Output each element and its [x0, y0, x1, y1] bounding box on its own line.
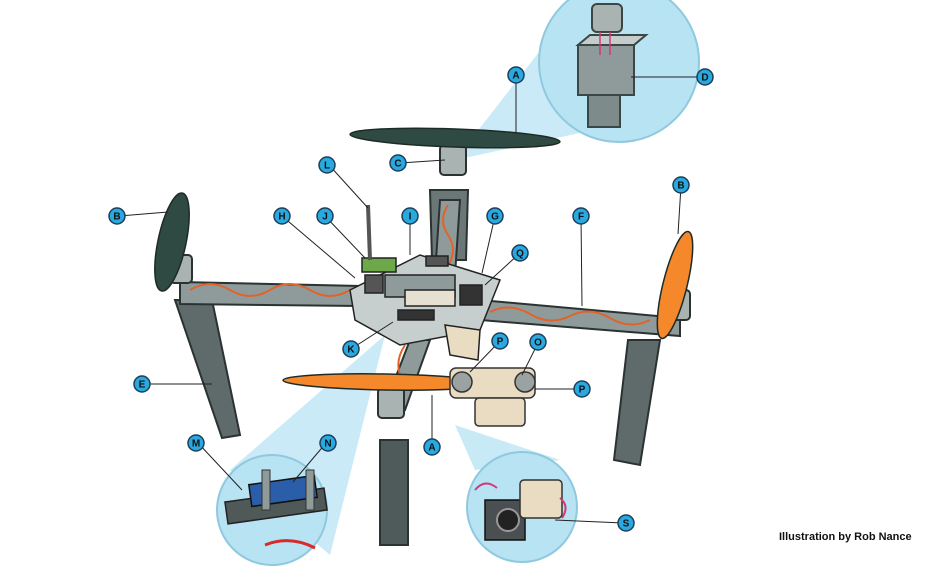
callout-b-left: B — [108, 207, 126, 225]
callout-l: L — [318, 156, 336, 174]
callout-e: E — [133, 375, 151, 393]
callout-j: J — [316, 207, 334, 225]
svg-text:B: B — [677, 181, 684, 192]
callout-g: G — [486, 207, 504, 225]
callout-a-top: A — [507, 66, 525, 84]
callout-m: N — [319, 434, 337, 452]
central-hub — [349, 204, 501, 361]
callout-c: C — [389, 154, 407, 172]
callout-i: I — [401, 207, 419, 225]
svg-text:J: J — [322, 212, 328, 223]
callout-s: S — [617, 514, 635, 532]
leader-lines — [118, 75, 700, 524]
callout-k: K — [342, 340, 360, 358]
svg-text:M: M — [192, 439, 200, 450]
wires — [189, 204, 651, 406]
callout-a-bottom: A — [423, 438, 441, 456]
callouts: A D C L B B H J — [108, 66, 714, 532]
callout-d: D — [696, 68, 714, 86]
svg-text:P: P — [497, 337, 504, 348]
callout-n: M — [187, 434, 205, 452]
callout-p-lower: P — [573, 380, 591, 398]
svg-text:L: L — [324, 161, 330, 172]
svg-text:A: A — [428, 443, 435, 454]
svg-text:A: A — [512, 71, 519, 82]
camera-gimbal — [449, 367, 536, 427]
svg-text:D: D — [701, 73, 708, 84]
callout-f: F — [572, 207, 590, 225]
svg-text:O: O — [534, 338, 542, 349]
callout-q: Q — [511, 244, 529, 262]
propellers — [154, 127, 694, 391]
svg-text:Q: Q — [516, 249, 524, 260]
zoom-detail-camera-gimbal — [466, 451, 578, 563]
svg-text:I: I — [409, 212, 412, 223]
svg-text:S: S — [623, 519, 630, 530]
svg-text:F: F — [578, 212, 584, 223]
illustration-credit: Illustration by Rob Nance — [779, 531, 912, 543]
svg-text:B: B — [113, 212, 120, 223]
callout-b-right: B — [672, 176, 690, 194]
svg-text:C: C — [394, 159, 401, 170]
zoom-detail-motor-mount — [538, 0, 700, 143]
zoom-detail-battery — [216, 454, 328, 566]
svg-text:K: K — [347, 345, 355, 356]
callout-o: O — [529, 333, 547, 351]
svg-text:G: G — [491, 212, 499, 223]
callout-p-upper: P — [491, 332, 509, 350]
svg-text:N: N — [324, 439, 331, 450]
callout-h: H — [273, 207, 291, 225]
svg-text:E: E — [139, 380, 146, 391]
svg-text:H: H — [278, 212, 285, 223]
svg-text:P: P — [579, 385, 586, 396]
